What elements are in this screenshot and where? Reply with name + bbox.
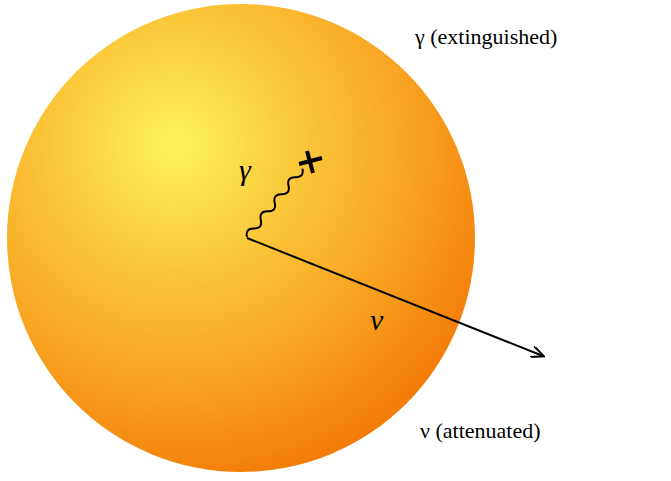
- absorption-cross: [299, 151, 322, 173]
- star-disc: [7, 4, 475, 472]
- neutrino-symbol: ν: [370, 305, 383, 335]
- photon-fate-label: γ (extinguished): [415, 26, 557, 48]
- photon-symbol: γ: [239, 155, 251, 185]
- photon-wave: [244, 166, 305, 239]
- neutrino-fate-label: ν (attenuated): [420, 420, 541, 442]
- neutrino-arrow: [247, 238, 543, 356]
